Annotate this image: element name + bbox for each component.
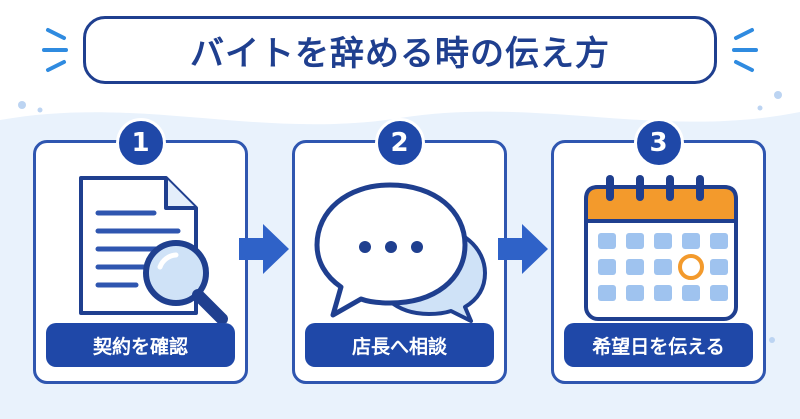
- step-card-1: 1 契約を確認: [33, 118, 248, 384]
- step-label: 希望日を伝える: [564, 323, 753, 367]
- sparkle-lines-left-icon: [42, 28, 68, 72]
- step-label: 契約を確認: [46, 323, 235, 367]
- step-number-badge: 1: [115, 118, 166, 168]
- speech-bubbles-icon: [314, 182, 487, 323]
- sparkle-lines-right-icon: [732, 28, 758, 72]
- step-number-badge: 2: [374, 118, 425, 168]
- calendar-icon: [584, 175, 738, 321]
- document-magnifier-icon: [79, 176, 228, 323]
- arrow-right-icon: [239, 224, 289, 274]
- page-title: バイトを辞める時の伝え方: [190, 33, 610, 74]
- step-card-2: 2 店長へ相談: [292, 118, 507, 384]
- title-banner: バイトを辞める時の伝え方: [83, 16, 717, 84]
- step-label: 店長へ相談: [305, 323, 494, 367]
- step-number-badge: 3: [633, 118, 684, 168]
- arrow-right-icon: [498, 224, 548, 274]
- step-card-3: 3 希望日を伝える: [551, 118, 766, 384]
